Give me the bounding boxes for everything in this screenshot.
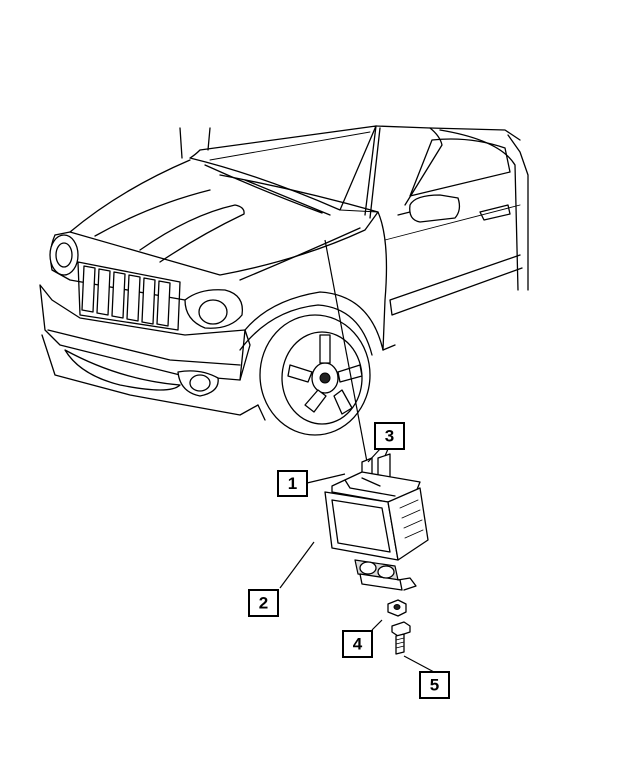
module-icon <box>324 453 429 591</box>
callout-5: 5 <box>419 671 450 699</box>
grille <box>77 261 181 331</box>
wheel <box>259 314 371 436</box>
leader-lines <box>279 448 435 673</box>
callout-1: 1 <box>277 470 308 497</box>
bolt-icon <box>391 621 411 655</box>
location-leader-line <box>324 239 368 463</box>
callout-3: 3 <box>374 422 405 450</box>
vehicle-icon <box>39 125 529 436</box>
callout-4: 4 <box>342 630 373 658</box>
callout-4-label: 4 <box>353 635 363 654</box>
nut-icon <box>387 599 407 617</box>
callout-2-label: 2 <box>259 594 268 613</box>
callout-2: 2 <box>248 589 279 617</box>
callout-5-label: 5 <box>430 676 439 695</box>
callout-1-label: 1 <box>288 474 297 493</box>
callout-3-label: 3 <box>385 427 394 446</box>
